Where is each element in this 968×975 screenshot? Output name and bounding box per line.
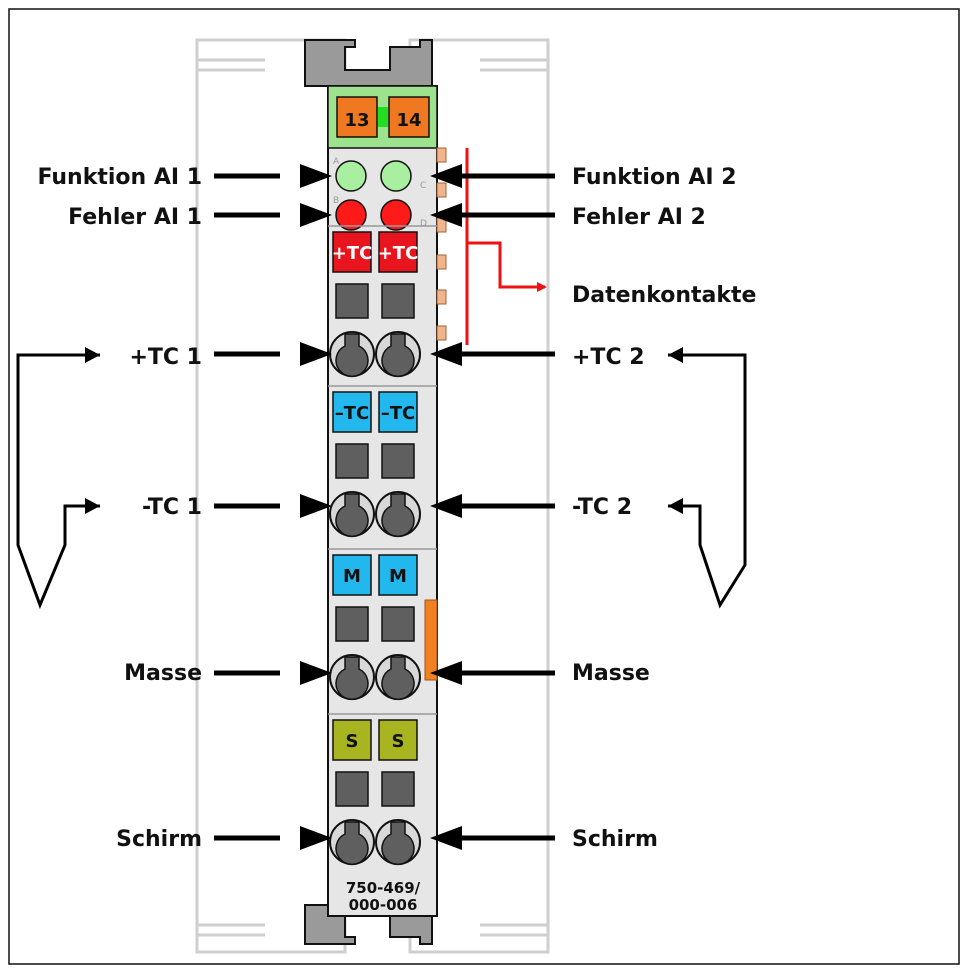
arrow-schirm-right-head <box>430 826 462 850</box>
led-letter-c: C <box>420 181 426 191</box>
led-letter-b: B <box>333 196 339 206</box>
part-number-line2: 000-006 <box>349 896 418 914</box>
schirm-tag-label-1: S <box>346 731 359 752</box>
masse-tag-1 <box>332 554 372 596</box>
tc-plus-tag-2 <box>378 231 418 273</box>
tc-minus-release-button-1[interactable] <box>335 443 369 479</box>
schirm-clamp-spring-1 <box>335 821 369 866</box>
schirm-release-button-1[interactable] <box>335 771 369 807</box>
terminal-groups: +TC+TC –TC –TC M M S S <box>328 225 437 866</box>
terminal-13-tag <box>336 96 378 138</box>
schirm-tag-2 <box>378 719 418 761</box>
pointer-arrows <box>214 164 555 850</box>
led-letter-a: A <box>333 157 340 167</box>
led-area: A B C D <box>333 157 427 231</box>
tc-plus-clamp-spring-2 <box>381 333 415 378</box>
tc-minus-release-button-2[interactable] <box>381 443 415 479</box>
tc-plus-tag-1 <box>332 231 372 273</box>
tc-minus-tag-label-2: –TC <box>381 403 416 424</box>
fehler-ai1-led <box>335 199 367 231</box>
label-datenkontakte: Datenkontakte <box>572 283 756 308</box>
label-funktion-ai2: Funktion AI 2 <box>572 165 737 190</box>
fehler-ai2-led <box>380 199 412 231</box>
funktion-ai2-led <box>380 160 412 192</box>
arrow-fehler-ai2-head <box>430 203 462 227</box>
thermocouple-left-wire <box>16 353 100 610</box>
tc-plus-clamp-spring-1 <box>335 333 369 378</box>
schirm-clamp-spring-2 <box>381 821 415 866</box>
label-tc-plus-2: +TC 2 <box>572 345 645 370</box>
tc-minus-tag-2 <box>378 391 418 433</box>
thermocouple-left <box>16 347 100 610</box>
terminal-14-label: 14 <box>396 110 421 131</box>
datenkontakte-arrow <box>467 241 547 292</box>
part-number-line1: 750-469/ <box>346 879 421 897</box>
tc-minus-tag-label-1: –TC <box>335 403 370 424</box>
top-header: 13 14 <box>327 85 438 149</box>
power-jumper-contact <box>424 599 438 681</box>
tc-minus-clamp-spring-2 <box>381 493 415 538</box>
schirm-release-button-2[interactable] <box>381 771 415 807</box>
arrow-tc-plus-2-head <box>430 342 462 366</box>
label-masse-left: Masse <box>124 661 202 686</box>
label-schirm-left: Schirm <box>116 827 202 852</box>
thermocouple-right-wire <box>668 353 747 609</box>
masse-tag-label-1: M <box>343 566 361 587</box>
schirm-tag-label-2: S <box>392 731 405 752</box>
masse-clamp-spring-2 <box>381 656 415 701</box>
tc-plus-release-button-1[interactable] <box>335 283 369 319</box>
led-letter-d: D <box>420 219 427 229</box>
thermocouple-left-arrow-top <box>85 347 100 363</box>
label-funktion-ai1: Funktion AI 1 <box>37 165 202 190</box>
masse-clamp-spring-1 <box>335 656 369 701</box>
masse-tag-2 <box>378 554 418 596</box>
label-tc-minus-2: -TC 2 <box>572 495 632 520</box>
diagram-frame <box>8 8 960 965</box>
masse-tag-label-2: M <box>389 566 407 587</box>
thermocouple-right <box>668 347 747 609</box>
tc-plus-tag-label-1: +TC <box>332 243 373 264</box>
data-contact-indicator <box>465 148 547 345</box>
arrow-tc-minus-2-head <box>430 494 462 518</box>
arrow-masse-right-head <box>430 661 462 685</box>
terminal-13-label: 13 <box>344 110 369 131</box>
label-schirm-right: Schirm <box>572 827 658 852</box>
arrow-masse-left-head <box>300 661 332 685</box>
arrow-schirm-left-head <box>300 826 332 850</box>
arrow-tc-minus-1-head <box>300 494 332 518</box>
label-tc-plus-1: +TC 1 <box>129 345 202 370</box>
thermocouple-right-arrow-bottom <box>668 498 683 514</box>
funktion-ai1-led <box>335 160 367 192</box>
tc-plus-tag-label-2: +TC <box>378 243 419 264</box>
tc-minus-tag-1 <box>332 391 372 433</box>
tc-minus-clamp-spring-1 <box>335 493 369 538</box>
arrow-funktion-ai2-head <box>430 164 462 188</box>
arrow-fehler-ai1-head <box>300 203 332 227</box>
tc-plus-release-button-2[interactable] <box>381 283 415 319</box>
masse-release-button-2[interactable] <box>381 606 415 642</box>
arrow-tc-plus-1-head <box>300 342 332 366</box>
masse-release-button-1[interactable] <box>335 606 369 642</box>
terminal-14-tag <box>388 96 430 138</box>
label-fehler-ai2: Fehler AI 2 <box>572 205 706 230</box>
arrow-funktion-ai1-head <box>300 164 332 188</box>
label-fehler-ai1: Fehler AI 1 <box>68 205 202 230</box>
label-masse-right: Masse <box>572 661 650 686</box>
schirm-tag-1 <box>332 719 372 761</box>
thermocouple-right-arrow-top <box>668 347 683 363</box>
thermocouple-left-arrow-bottom <box>85 498 100 514</box>
label-tc-minus-1: -TC 1 <box>142 495 202 520</box>
